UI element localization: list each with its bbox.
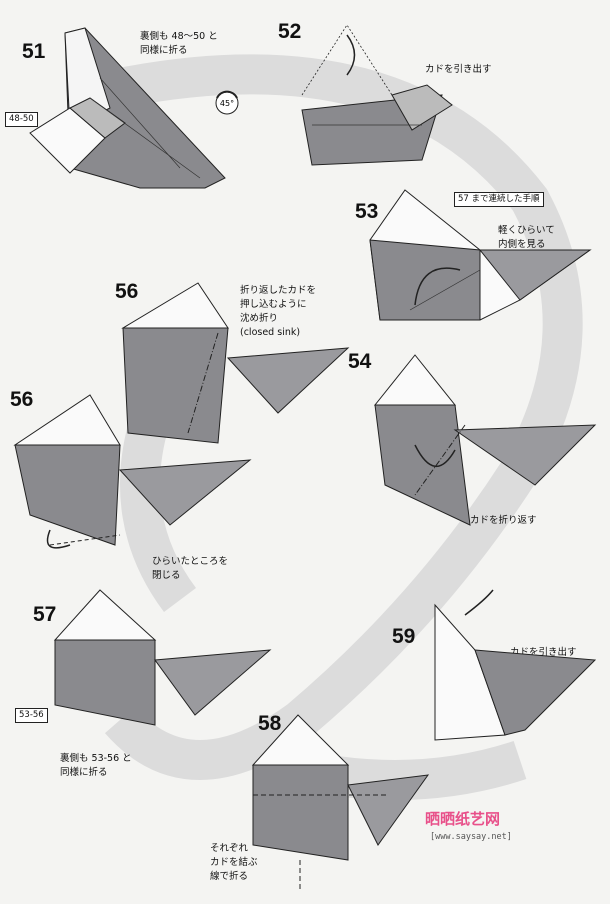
- step-57-text-1: 裏側も 53-56 と: [60, 753, 132, 764]
- step-52-text-1: カドを引き出す: [425, 64, 492, 75]
- step-58-text-1: それぞれ: [210, 843, 249, 854]
- step-51-text-2: 同様に折る: [140, 45, 188, 56]
- step-54-text-1: カドを折り返す: [470, 515, 537, 526]
- step-54-diagram: [373, 354, 597, 526]
- step-54-number: 54: [348, 350, 372, 373]
- rotate-label: 45°: [220, 99, 234, 108]
- step-52-number: 52: [278, 20, 302, 43]
- step-53-text-2: 内側を見る: [498, 239, 546, 250]
- step-55-diagram: [121, 282, 350, 444]
- step-51-ref: 48-50: [5, 112, 38, 127]
- step-53-ref: 57 まで連続した手順: [454, 192, 544, 207]
- step-56-text-2: 閉じる: [152, 570, 181, 581]
- watermark-url: [www.saysay.net]: [430, 832, 512, 842]
- step-53-text-1: 軽くひらいて: [498, 225, 555, 236]
- step-56-diagram: [13, 394, 252, 549]
- step-53-diagram: [369, 189, 592, 321]
- step-56-number: 56: [10, 388, 34, 411]
- step-55-number: 56: [115, 280, 139, 303]
- step-59-diagram: [434, 589, 597, 741]
- step-55-text-1: 折り返したカドを: [240, 285, 317, 296]
- step-53-number: 53: [355, 200, 379, 223]
- step-55-text-2: 押し込むように: [240, 299, 307, 310]
- step-57-number: 57: [33, 603, 57, 626]
- step-55-text-3: 沈め折り: [240, 313, 279, 324]
- step-58-text-3: 線で折る: [210, 871, 249, 882]
- step-59-number: 59: [392, 625, 416, 648]
- step-57-diagram: [53, 589, 272, 726]
- watermark-logo: 晒晒纸艺网: [425, 810, 501, 828]
- step-59-text-1: カドを引き出す: [510, 647, 577, 658]
- step-51-diagram: [29, 27, 226, 189]
- step-55-text-4: (closed sink): [240, 327, 301, 338]
- step-58-diagram: [251, 714, 430, 890]
- step-58-text-2: カドを結ぶ: [210, 857, 258, 868]
- rotate-icon: 45°: [215, 90, 239, 115]
- step-58-number: 58: [258, 712, 282, 735]
- step-56-text-1: ひらいたところを: [152, 556, 229, 567]
- step-57-text-2: 同様に折る: [60, 767, 108, 778]
- step-52-diagram: [301, 24, 453, 166]
- step-51-text-1: 裏側も 48～50 と: [140, 31, 218, 42]
- step-57-ref: 53-56: [15, 708, 48, 723]
- step-51-number: 51: [22, 40, 46, 63]
